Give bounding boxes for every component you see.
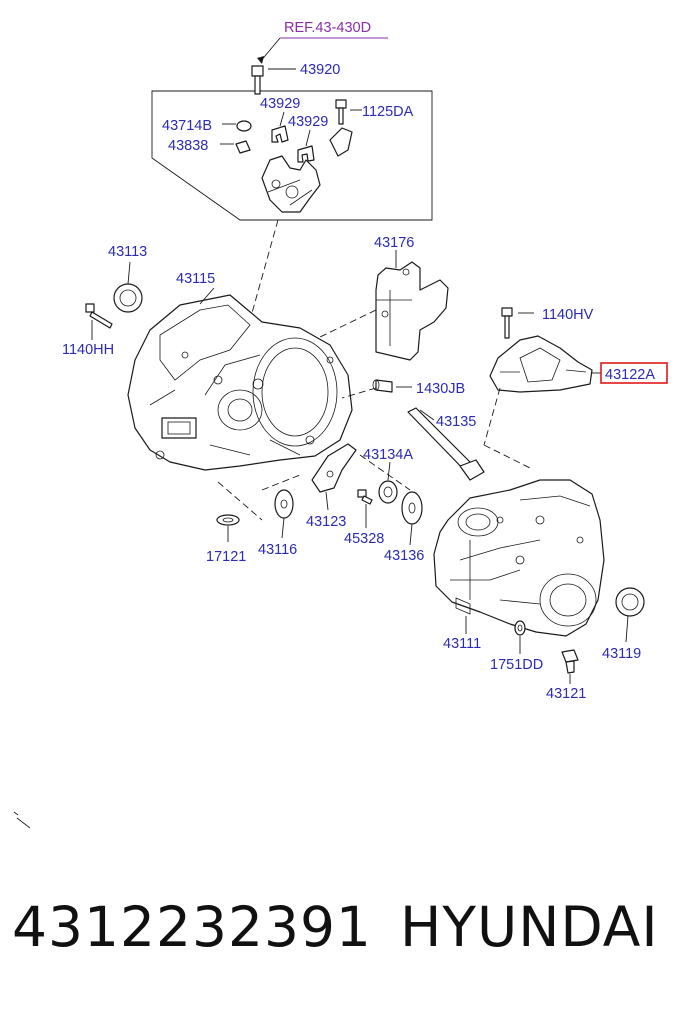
exploded-parts-diagram: REF.43-430D <box>13 20 668 829</box>
leader-inset <box>249 219 279 321</box>
leader-43176 <box>317 309 377 339</box>
clutch-housing-43115[interactable] <box>127 294 353 471</box>
caption-brand: HYUNDAI <box>400 895 659 959</box>
ring-1751DD[interactable] <box>514 620 526 654</box>
label-1140HH[interactable]: 1140HH <box>62 342 114 358</box>
caption-part-number: 4312232391 <box>12 895 372 959</box>
label-43920[interactable]: 43920 <box>300 62 340 78</box>
leader-mount <box>483 387 501 446</box>
label-43838[interactable]: 43838 <box>168 138 208 154</box>
ring-17121[interactable] <box>216 514 240 542</box>
label-45328[interactable]: 45328 <box>344 531 384 547</box>
label-43134A[interactable]: 43134A <box>363 447 413 463</box>
label-43123[interactable]: 43123 <box>306 514 346 530</box>
mount-43122A[interactable] <box>489 335 601 393</box>
label-43929-b[interactable]: 43929 <box>288 114 328 130</box>
label-1430JB[interactable]: 1430JB <box>416 381 465 397</box>
bushing-43714B[interactable] <box>222 120 252 132</box>
leader-mount-2 <box>483 444 531 469</box>
label-43136[interactable]: 43136 <box>384 548 424 564</box>
reference-callout[interactable]: REF.43-430D <box>257 20 388 64</box>
clip-43929-a[interactable] <box>271 111 289 143</box>
caption: 4312232391 HYUNDAI <box>0 895 680 975</box>
clip-43838[interactable] <box>220 140 251 154</box>
inset-box <box>151 90 433 221</box>
disk-43116[interactable] <box>274 489 294 539</box>
plug-43121[interactable] <box>561 649 579 684</box>
disk-43136[interactable] <box>401 491 423 546</box>
stray-mark <box>13 811 31 829</box>
transmission-case-43111[interactable] <box>433 479 605 637</box>
bracket-43176[interactable] <box>375 250 449 361</box>
label-43119[interactable]: 43119 <box>602 646 641 662</box>
label-43929-a[interactable]: 43929 <box>260 96 300 112</box>
svg-text:43122A: 43122A <box>605 367 655 383</box>
bolt-43920[interactable] <box>251 65 296 95</box>
pin-1430JB[interactable] <box>341 379 412 399</box>
leader-small-parts <box>217 454 411 521</box>
bolt-45328[interactable] <box>357 489 373 528</box>
label-43111[interactable]: 43111 <box>443 636 481 652</box>
label-17121[interactable]: 17121 <box>206 549 246 565</box>
bolt-1140HH[interactable] <box>85 303 113 340</box>
plate-43123[interactable] <box>311 443 357 511</box>
seal-43119[interactable] <box>615 587 645 643</box>
bolt-1140HV[interactable] <box>501 307 534 339</box>
reference-label[interactable]: REF.43-430D <box>284 20 371 36</box>
label-43176[interactable]: 43176 <box>374 235 414 251</box>
label-43115[interactable]: 43115 <box>176 271 215 287</box>
label-43121[interactable]: 43121 <box>546 686 586 702</box>
screw-1125DA[interactable] <box>329 99 362 157</box>
highlighted-part-43122A[interactable]: 43122A <box>600 362 668 384</box>
label-1751DD[interactable]: 1751DD <box>490 657 543 673</box>
seal-43113[interactable] <box>113 261 143 313</box>
label-43113[interactable]: 43113 <box>108 244 147 260</box>
label-1140HV[interactable]: 1140HV <box>542 307 594 323</box>
shift-bracket[interactable] <box>261 155 321 213</box>
label-43116[interactable]: 43116 <box>258 542 297 558</box>
label-1125DA[interactable]: 1125DA <box>362 104 414 120</box>
label-43135[interactable]: 43135 <box>436 414 476 430</box>
clip-43929-b[interactable] <box>297 129 315 163</box>
seal-43134A[interactable] <box>378 461 398 504</box>
leader-43115 <box>199 287 215 305</box>
rod-43135[interactable] <box>407 407 485 481</box>
label-43714B[interactable]: 43714B <box>162 118 212 134</box>
